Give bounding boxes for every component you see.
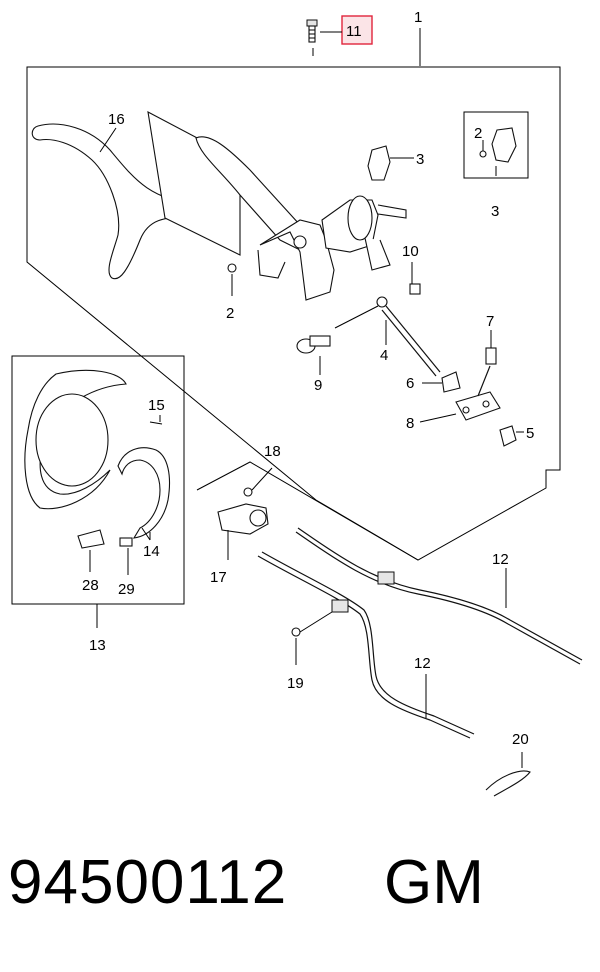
lever-arm-part: [195, 136, 335, 301]
clip-3-part: [367, 127, 517, 181]
callout-15: 15: [148, 397, 165, 414]
pin-9-part: [296, 335, 331, 375]
group-13-box: [11, 355, 185, 605]
highlight-box-11: [341, 15, 373, 45]
bolt-11-part: [306, 19, 342, 56]
screw-2-part: [227, 263, 237, 296]
callout-19: 19: [287, 675, 304, 692]
callout-9: 9: [314, 377, 322, 394]
equalizer-part: [419, 330, 524, 447]
callout-28: 28: [82, 577, 99, 594]
callout-3-clip: 3: [416, 151, 424, 168]
callout-12-lower: 12: [414, 655, 431, 672]
pivot-bracket-part: [321, 195, 407, 271]
callout-18: 18: [264, 443, 281, 460]
callout-8: 8: [406, 415, 414, 432]
callout-14: 14: [143, 543, 160, 560]
inset-box-3: [463, 111, 529, 179]
callout-2: 2: [226, 305, 234, 322]
adjuster-17-part: [217, 467, 273, 560]
part-number-text: 94500112: [8, 848, 288, 917]
callout-16: 16: [108, 111, 125, 128]
callout-3-inset: 3: [491, 203, 499, 220]
assembly-1-outline: [26, 66, 561, 561]
callout-2-inset: 2: [474, 125, 482, 142]
cable-area-outline: [196, 461, 419, 561]
callout-5: 5: [526, 425, 534, 442]
backing-plate-part: [24, 369, 171, 575]
brake-cables-part: [257, 527, 583, 739]
callout-6: 6: [406, 375, 414, 392]
callout-20: 20: [512, 731, 529, 748]
clip-10-part: [409, 262, 421, 295]
brand-text: GM: [384, 848, 484, 917]
callout-10: 10: [402, 243, 419, 260]
rod-4-part: [334, 296, 441, 377]
callout-29: 29: [118, 581, 135, 598]
callout-11: 11: [346, 23, 362, 40]
callout-12-upper: 12: [492, 551, 509, 568]
callout-1: 1: [414, 9, 422, 26]
callout-4: 4: [380, 347, 388, 364]
handle-16-part: [31, 110, 241, 280]
clip-20-part: [485, 752, 531, 797]
callout-17: 17: [210, 569, 227, 586]
callout-7: 7: [486, 313, 494, 330]
callout-13: 13: [89, 637, 106, 654]
